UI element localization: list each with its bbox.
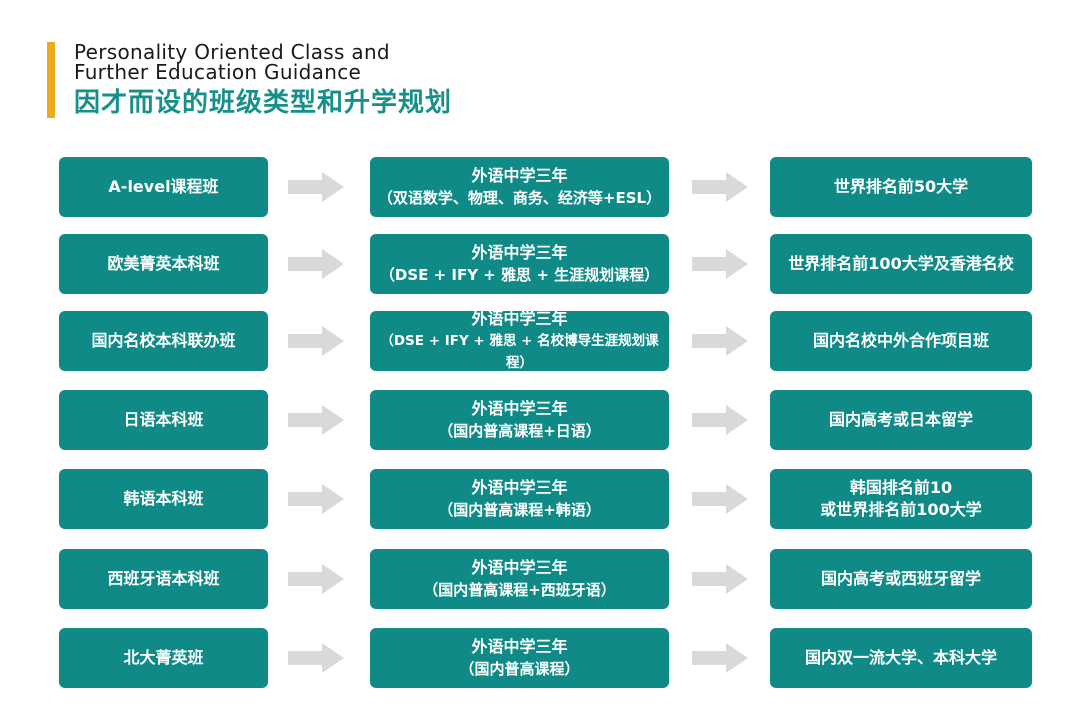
class-name-label: 北大菁英班 bbox=[123, 648, 204, 667]
class-name-label: 日语本科班 bbox=[123, 410, 204, 429]
program-box: 外语中学三年 （国内普高课程+西班牙语） bbox=[370, 549, 669, 609]
program-curriculum-label: （国内普高课程+韩语） bbox=[438, 501, 601, 519]
program-box: 外语中学三年 （国内普高课程+日语） bbox=[370, 390, 669, 450]
destination-box: 国内双一流大学、本科大学 bbox=[770, 628, 1032, 688]
program-box: 外语中学三年 （国内普高课程+韩语） bbox=[370, 469, 669, 529]
program-curriculum-label: （国内普高课程+西班牙语） bbox=[423, 581, 616, 599]
destination-label: 国内名校中外合作项目班 bbox=[812, 331, 989, 350]
class-name-box: 欧美菁英本科班 bbox=[59, 234, 268, 294]
program-curriculum-label: （DSE + IFY + 雅思 + 名校博导生涯规划课程） bbox=[380, 333, 659, 371]
title-accent-bar bbox=[47, 42, 55, 118]
destination-box: 国内高考或日本留学 bbox=[770, 390, 1032, 450]
program-duration-label: 外语中学三年 bbox=[471, 478, 568, 497]
program-duration-label: 外语中学三年 bbox=[471, 399, 568, 418]
class-name-box: 国内名校本科联办班 bbox=[59, 311, 268, 371]
arrow-right-icon-to-program bbox=[286, 325, 346, 357]
destination-label: 国内高考或西班牙留学 bbox=[820, 569, 981, 588]
destination-label: 世界排名前50大学 bbox=[833, 177, 969, 196]
program-curriculum-label: （国内普高课程） bbox=[459, 660, 580, 678]
program-curriculum-label: （DSE + IFY + 雅思 + 生涯规划课程） bbox=[379, 266, 660, 284]
destination-box: 韩国排名前10 或世界排名前100大学 bbox=[770, 469, 1032, 529]
class-name-box: A-level课程班 bbox=[59, 157, 268, 217]
destination-label: 国内双一流大学、本科大学 bbox=[804, 648, 997, 667]
arrow-right-icon-to-destination bbox=[690, 171, 750, 203]
program-curriculum-label: （国内普高课程+日语） bbox=[438, 422, 601, 440]
destination-box: 世界排名前100大学及香港名校 bbox=[770, 234, 1032, 294]
destination-box: 国内名校中外合作项目班 bbox=[770, 311, 1032, 371]
arrow-right-icon-to-destination bbox=[690, 248, 750, 280]
arrow-right-icon-to-program bbox=[286, 248, 346, 280]
program-curriculum-label: （双语数学、物理、商务、经济等+ESL） bbox=[377, 189, 662, 207]
arrow-right-icon-to-program bbox=[286, 404, 346, 436]
program-duration-label: 外语中学三年 bbox=[471, 243, 568, 262]
program-box: 外语中学三年 （双语数学、物理、商务、经济等+ESL） bbox=[370, 157, 669, 217]
title-chinese: 因才而设的班级类型和升学规划 bbox=[74, 88, 453, 118]
destination-label: 国内高考或日本留学 bbox=[828, 410, 973, 429]
title-english: Personality Oriented Class and Further E… bbox=[74, 40, 390, 84]
arrow-right-icon-to-program bbox=[286, 171, 346, 203]
program-duration-label: 外语中学三年 bbox=[471, 558, 568, 577]
class-name-box: 韩语本科班 bbox=[59, 469, 268, 529]
program-box: 外语中学三年 （国内普高课程） bbox=[370, 628, 669, 688]
arrow-right-icon-to-program bbox=[286, 563, 346, 595]
class-name-label: 韩语本科班 bbox=[123, 489, 204, 508]
class-name-label: 国内名校本科联办班 bbox=[91, 331, 236, 350]
destination-box: 世界排名前50大学 bbox=[770, 157, 1032, 217]
arrow-right-icon-to-destination bbox=[690, 404, 750, 436]
program-duration-label: 外语中学三年 bbox=[471, 166, 568, 185]
arrow-right-icon-to-program bbox=[286, 642, 346, 674]
class-name-label: A-level课程班 bbox=[108, 177, 219, 196]
arrow-right-icon-to-program bbox=[286, 483, 346, 515]
arrow-right-icon-to-destination bbox=[690, 325, 750, 357]
destination-box: 国内高考或西班牙留学 bbox=[770, 549, 1032, 609]
class-name-box: 北大菁英班 bbox=[59, 628, 268, 688]
program-duration-label: 外语中学三年 bbox=[471, 637, 568, 656]
destination-label: 世界排名前100大学及香港名校 bbox=[788, 254, 1014, 273]
arrow-right-icon-to-destination bbox=[690, 483, 750, 515]
class-name-label: 欧美菁英本科班 bbox=[107, 254, 220, 273]
program-box: 外语中学三年 （DSE + IFY + 雅思 + 生涯规划课程） bbox=[370, 234, 669, 294]
class-name-label: 西班牙语本科班 bbox=[107, 569, 220, 588]
arrow-right-icon-to-destination bbox=[690, 642, 750, 674]
destination-label-line2: 或世界排名前100大学 bbox=[820, 500, 982, 519]
class-name-box: 日语本科班 bbox=[59, 390, 268, 450]
destination-label: 韩国排名前10 bbox=[849, 478, 953, 497]
arrow-right-icon-to-destination bbox=[690, 563, 750, 595]
class-name-box: 西班牙语本科班 bbox=[59, 549, 268, 609]
program-duration-label: 外语中学三年 bbox=[471, 309, 568, 328]
program-box: 外语中学三年 （DSE + IFY + 雅思 + 名校博导生涯规划课程） bbox=[370, 309, 669, 371]
